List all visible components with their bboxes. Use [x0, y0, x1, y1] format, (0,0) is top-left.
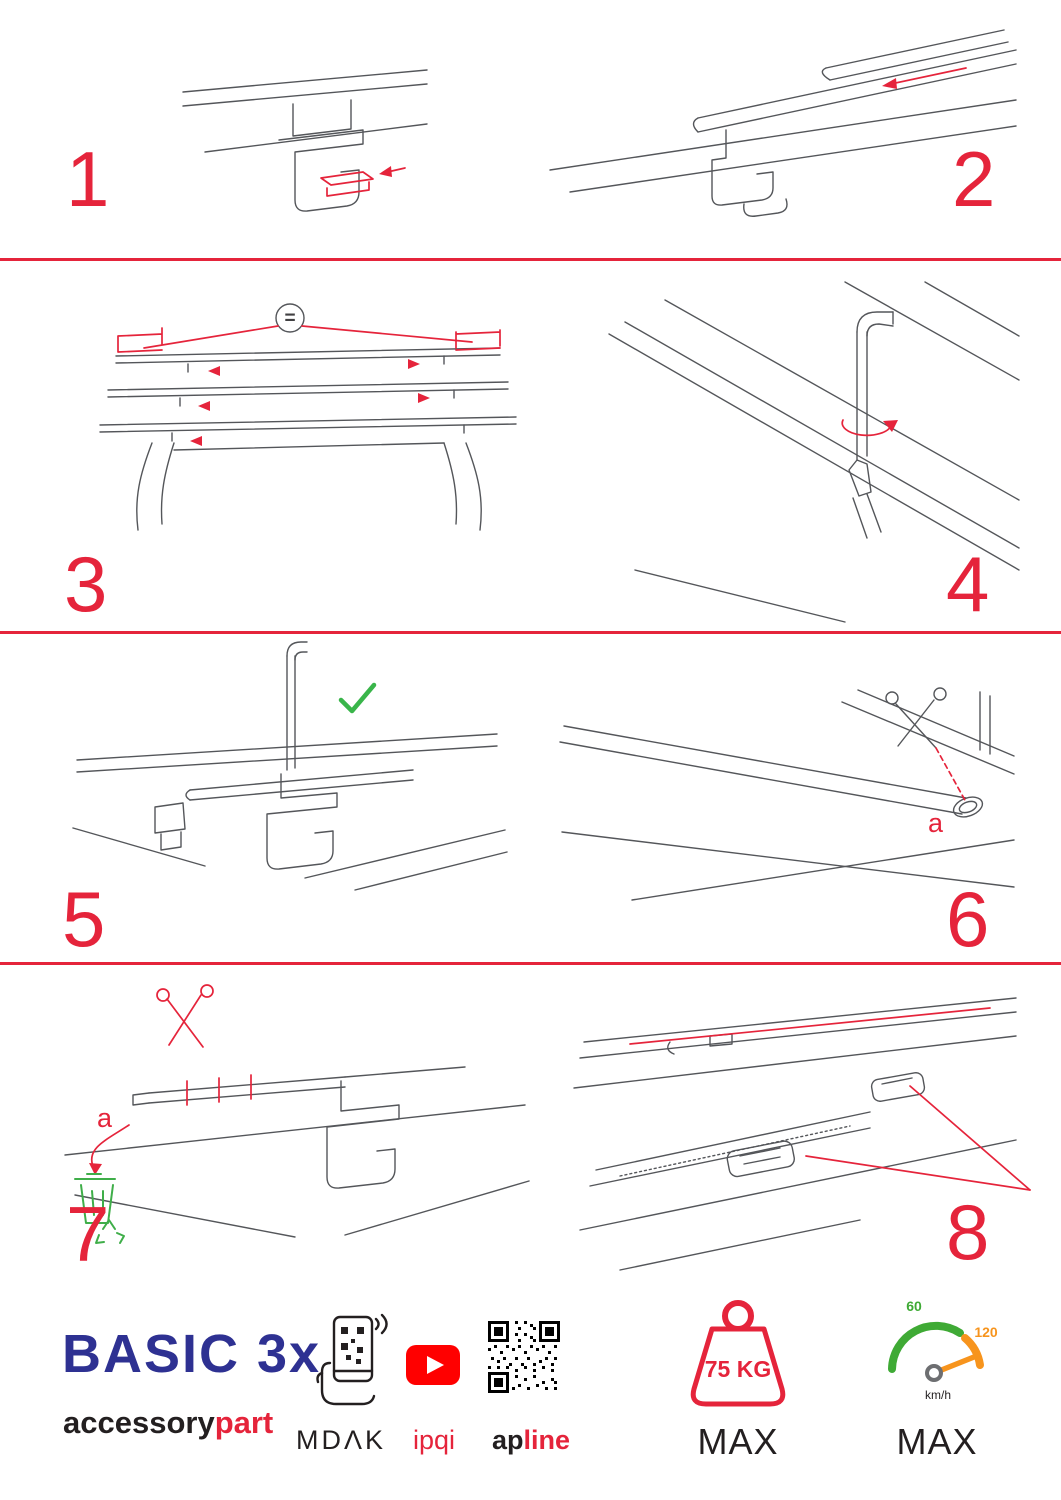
- step-1-number: 1: [66, 135, 110, 223]
- step-3-number: 3: [64, 540, 108, 628]
- step-4-panel: 4: [545, 261, 1061, 631]
- speed-min-label: 60: [906, 1298, 922, 1314]
- phone-qr-icon: [316, 1313, 388, 1406]
- speed-max-value-label: 120: [974, 1324, 998, 1340]
- divider-1: [0, 258, 1061, 261]
- step-6-drawing: a: [559, 687, 1015, 901]
- scissors-icon: [156, 984, 214, 1048]
- partner-apline: apline: [492, 1425, 570, 1456]
- step-8-drawing: [573, 997, 1031, 1271]
- divider-3: [0, 962, 1061, 965]
- brand-subtitle: accessorypart: [63, 1405, 273, 1441]
- check-icon: [338, 682, 377, 714]
- step-6-panel: a 6: [540, 634, 1061, 962]
- step-5-number: 5: [62, 875, 106, 963]
- step-3-drawing: =: [99, 303, 517, 531]
- step-3-panel: = 3: [0, 261, 545, 631]
- step-6-number: 6: [946, 875, 990, 963]
- cut-length-label: a: [97, 1103, 113, 1133]
- speed-max-label: MAX: [896, 1421, 978, 1462]
- step-2-panel: 2: [530, 0, 1061, 258]
- speedometer-icon: 60 120 km/h: [888, 1298, 998, 1402]
- step-7-drawing: a: [64, 984, 530, 1244]
- recycle-bin-icon: [74, 1173, 125, 1244]
- footer: BASIC 3x accessorypart MDΛK ipqi: [0, 1295, 1061, 1500]
- step-8-panel: 8: [545, 965, 1061, 1295]
- adapter-block-2: [870, 1072, 926, 1102]
- load-value: 75 KG: [705, 1356, 771, 1382]
- step-5-panel: 5: [0, 634, 540, 962]
- partner-apline-black: ap: [492, 1425, 524, 1455]
- scissors-icon: [885, 687, 947, 749]
- brand-subtitle-black: accessory: [63, 1405, 215, 1440]
- step-2-number: 2: [952, 135, 996, 223]
- step-5-drawing: [72, 641, 508, 891]
- partner-apline-red: line: [523, 1425, 571, 1455]
- step-4-drawing: [608, 281, 1020, 623]
- speed-unit-label: km/h: [925, 1388, 951, 1402]
- step-1-panel: 1: [0, 0, 530, 258]
- step-7-panel: a 7: [0, 965, 545, 1295]
- brand-logo: BASIC 3x: [62, 1324, 322, 1384]
- equal-spacing-label: =: [284, 308, 295, 329]
- adapter-block: [726, 1140, 795, 1178]
- brand-subtitle-red: part: [214, 1405, 274, 1440]
- step-8-number: 8: [946, 1188, 990, 1276]
- step-2-drawing: [549, 29, 1017, 217]
- load-max-label: MAX: [697, 1421, 779, 1462]
- divider-2: [0, 631, 1061, 634]
- qr-code-icon: [488, 1321, 560, 1393]
- step-4-number: 4: [946, 540, 990, 628]
- partner-mdak: MDΛK: [296, 1425, 387, 1455]
- step-1-drawing: [182, 69, 428, 212]
- weight-icon: 75 KG: [690, 1300, 786, 1407]
- cut-length-label: a: [928, 808, 944, 838]
- partner-ipqi: ipqi: [413, 1425, 456, 1455]
- step-7-number: 7: [66, 1190, 110, 1278]
- youtube-icon: [406, 1345, 460, 1385]
